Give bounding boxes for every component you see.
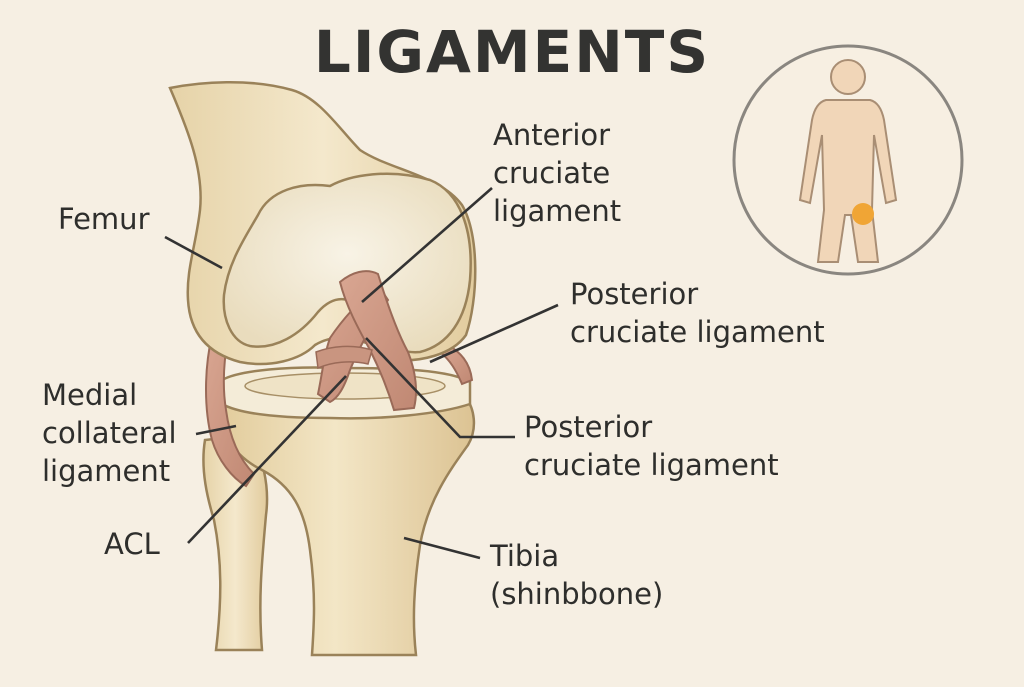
leader-line-acl xyxy=(187,375,347,544)
label-anterior-cruciate-ligament: Anterior cruciate ligament xyxy=(493,118,622,228)
tibia-bone xyxy=(220,396,476,657)
leader-line-medial-collateral xyxy=(195,424,237,436)
label-posterior-cruciate-ligament-lower: Posterior cruciate ligament xyxy=(524,410,779,482)
leader-line-posterior-cruciate-2 xyxy=(365,337,515,439)
fibula xyxy=(202,433,269,652)
leader-line-tibia xyxy=(403,536,481,560)
medial-collateral-ligament xyxy=(205,333,256,488)
leader-lines xyxy=(164,187,559,560)
inset-body-figure xyxy=(732,44,964,276)
label-tibia: Tibia (shinbbone) xyxy=(490,539,664,611)
anterior-cruciate-ligament-band xyxy=(338,270,417,412)
human-body-icon xyxy=(798,59,898,263)
label-femur: Femur xyxy=(58,202,150,236)
label-posterior-cruciate-ligament-upper: Posterior cruciate ligament xyxy=(570,277,825,349)
leader-line-femur xyxy=(164,235,223,270)
cruciate-crossing-band xyxy=(315,345,373,370)
diagram-title: LIGAMENTS xyxy=(313,18,711,86)
leader-line-anterior-cruciate xyxy=(361,187,493,303)
leader-line-posterior-cruciate-1 xyxy=(429,303,559,364)
label-medial-collateral-ligament: Medial collateral ligament xyxy=(42,378,177,488)
label-acl: ACL xyxy=(104,527,160,561)
knee-location-marker xyxy=(852,203,874,225)
